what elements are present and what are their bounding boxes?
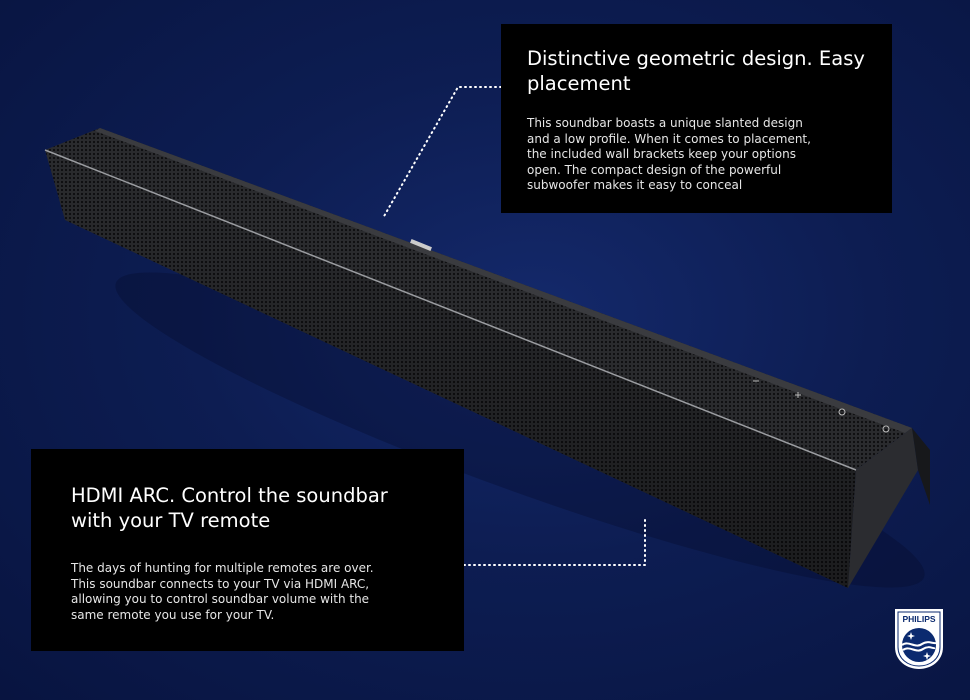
philips-shield-logo: PHILIPS <box>895 609 943 669</box>
feature-title: HDMI ARC. Control the soundbar with your… <box>71 484 388 532</box>
device-logo <box>410 239 432 251</box>
feature-panel-hdmi-arc: HDMI ARC. Control the soundbar with your… <box>31 449 464 651</box>
feature-description: This soundbar boasts a unique slanted de… <box>527 116 811 192</box>
soundbar-end-cap <box>848 428 918 588</box>
svg-text:PHILIPS: PHILIPS <box>902 614 935 624</box>
control-buttons <box>753 380 890 433</box>
soundbar-top-face <box>45 128 912 470</box>
feature-panel-design: Distinctive geometric design. Easy place… <box>501 24 892 213</box>
feature-title: Distinctive geometric design. Easy place… <box>527 47 865 95</box>
leader-line-1 <box>382 86 502 219</box>
leader-line-2 <box>463 517 646 566</box>
feature-description: The days of hunting for multiple remotes… <box>71 561 374 622</box>
